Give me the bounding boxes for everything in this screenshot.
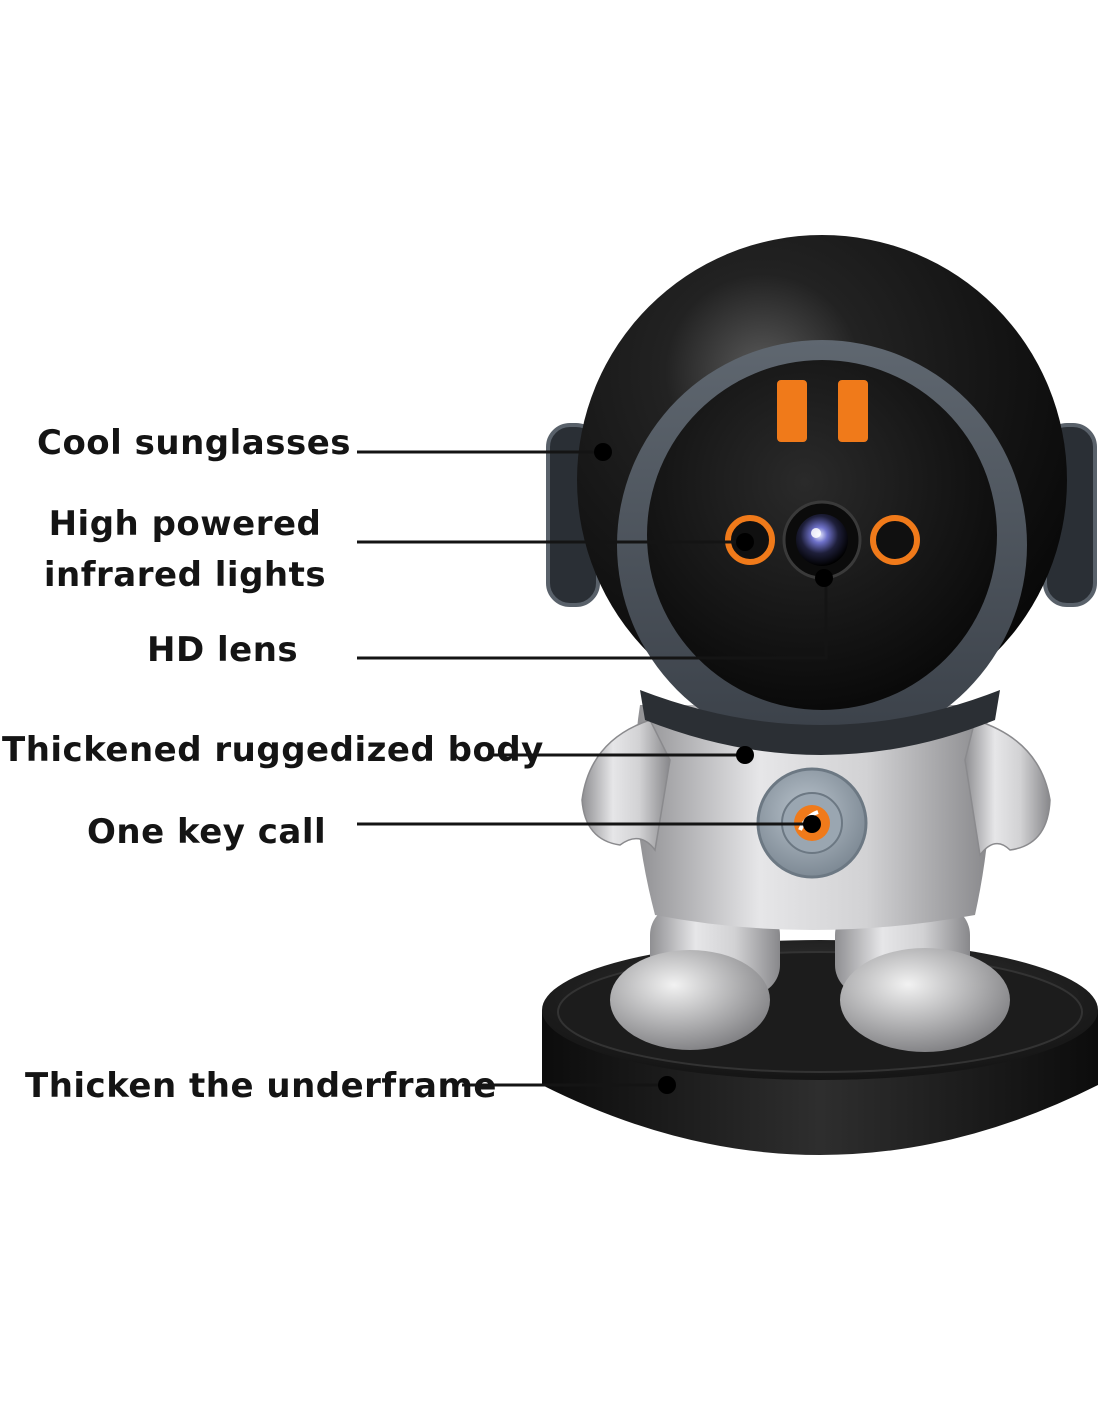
robot-helmet	[546, 235, 1097, 755]
leader-lines	[357, 450, 828, 1087]
label-thicken-underframe: Thicken the underframe	[25, 1066, 497, 1106]
hd-lens	[782, 500, 862, 580]
label-one-key-call: One key call	[87, 812, 327, 852]
pointer-dots	[594, 443, 833, 1094]
label-cool-sunglasses: Cool sunglasses	[37, 423, 352, 463]
label-thickened-body: Thickened ruggedized body	[2, 730, 544, 770]
label-infrared-line2: infrared lights	[43, 555, 327, 595]
label-hd-lens: HD lens	[147, 630, 299, 670]
label-infrared-line1: High powered	[48, 504, 322, 544]
